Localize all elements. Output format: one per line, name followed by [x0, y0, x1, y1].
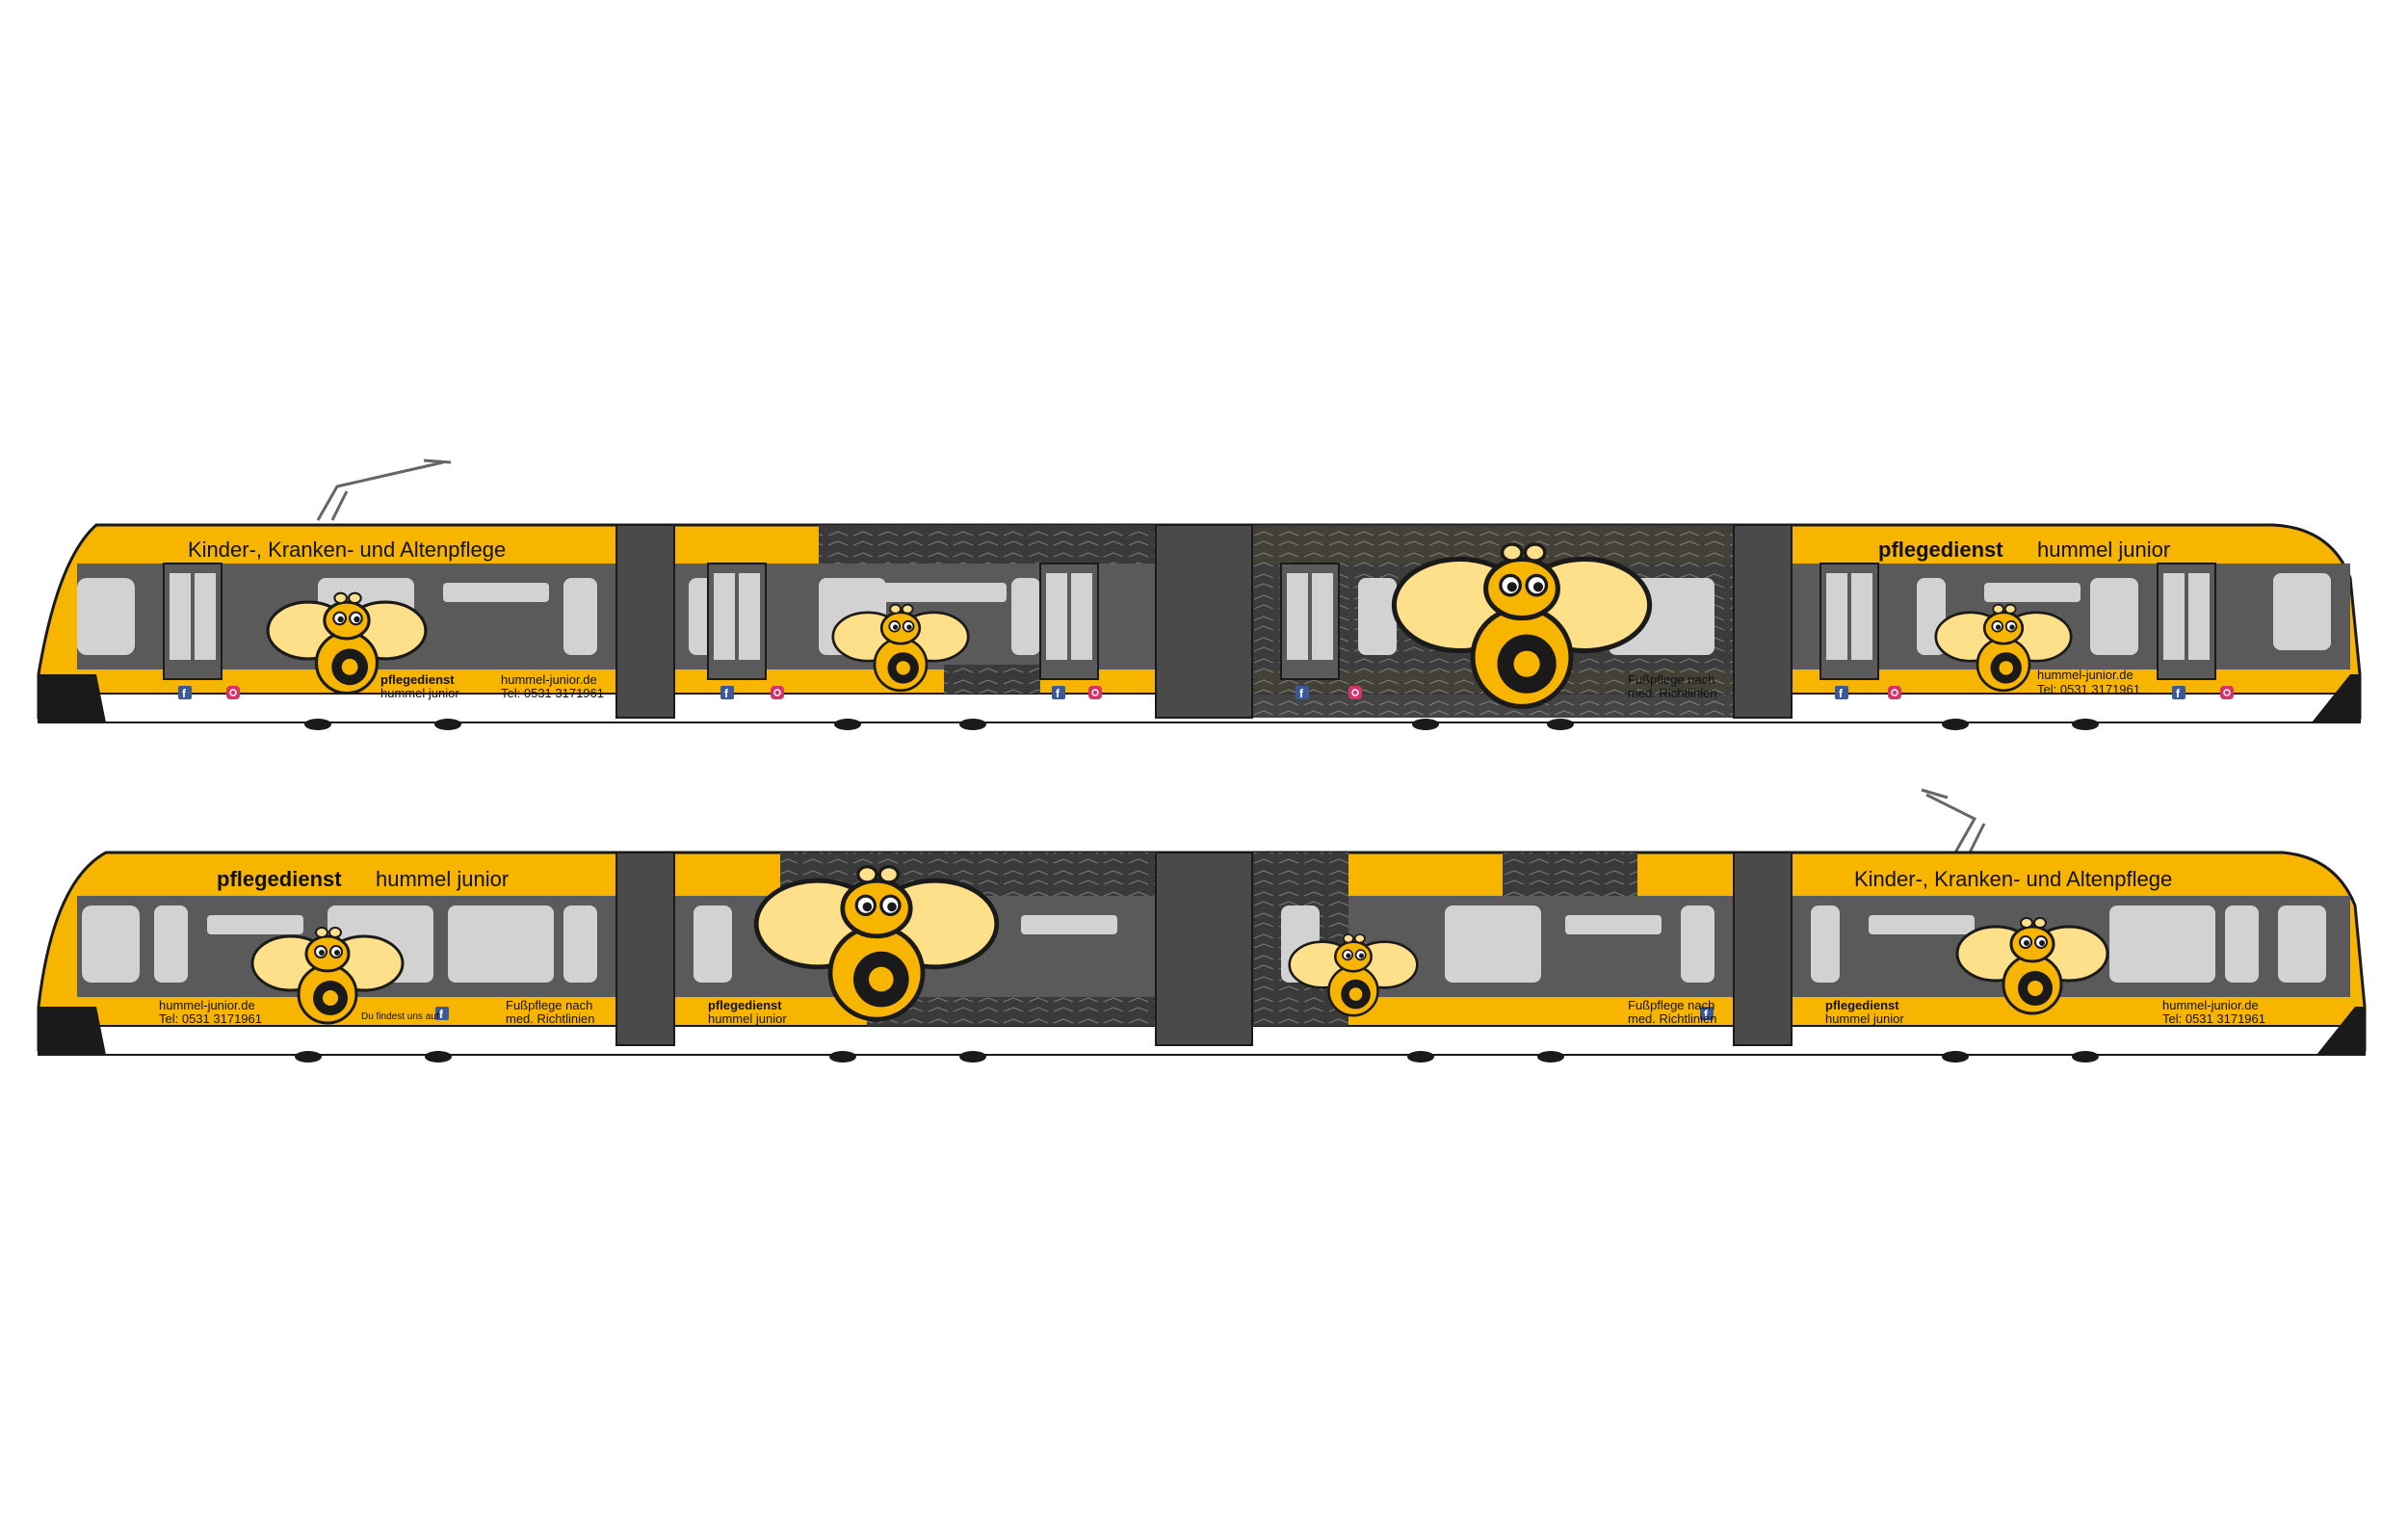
car1-service-2: med. Richtlinien: [506, 1011, 595, 1026]
car1-brand-light: hummel junior: [380, 686, 459, 700]
car3-service-1: Fußpflege nach: [1628, 672, 1714, 687]
car4-web: hummel-junior.de: [2037, 668, 2133, 682]
car4-phone: Tel: 0531 3171961: [2037, 682, 2140, 696]
rear-headline: Kinder-, Kranken- und Altenpflege: [1854, 867, 2172, 891]
joint: [1733, 524, 1793, 719]
front-brand-light: hummel junior: [376, 867, 509, 891]
car1-web: hummel-junior.de: [159, 998, 255, 1012]
front-headline: Kinder-, Kranken- und Altenpflege: [188, 538, 506, 562]
car2-brand-light: hummel junior: [708, 1011, 787, 1026]
tram-bottom: pflegedienst hummel junior Kinder-, Kran…: [37, 788, 2367, 1063]
car4-brand-light: hummel junior: [1825, 1011, 1904, 1026]
car1-phone: Tel: 0531 3171961: [501, 686, 604, 700]
car3-service-1: Fußpflege nach: [1628, 998, 1714, 1012]
tram-top: Kinder-, Kranken- und Altenpflege pflege…: [37, 459, 2362, 730]
front-brand-bold: pflegedienst: [217, 867, 342, 891]
car3-service-2: med. Richtlinien: [1628, 686, 1717, 700]
car1-brand-bold: pflegedienst: [380, 672, 455, 687]
car1-web: hummel-junior.de: [501, 672, 597, 687]
joint: [615, 852, 675, 1046]
car4-brand-bold: pflegedienst: [1825, 998, 1899, 1012]
car4-phone: Tel: 0531 3171961: [2162, 1011, 2265, 1026]
car1-service-1: Fußpflege nach: [506, 998, 592, 1012]
pantograph-icon: [316, 459, 452, 521]
joint: [1155, 852, 1253, 1046]
joint: [1733, 852, 1793, 1046]
car4-web: hummel-junior.de: [2162, 998, 2259, 1012]
car3-service-2: med. Richtlinien: [1628, 1011, 1717, 1026]
rear-brand-light: hummel junior: [2037, 538, 2170, 562]
joint: [615, 524, 675, 719]
car2-brand-bold: pflegedienst: [708, 998, 782, 1012]
car1-facebook-note: Du findest uns auf: [361, 1011, 439, 1022]
joint: [1155, 524, 1253, 719]
rear-brand-bold: pflegedienst: [1878, 538, 2003, 562]
car1-phone: Tel: 0531 3171961: [159, 1011, 262, 1026]
pantograph-icon: [1921, 788, 1986, 853]
